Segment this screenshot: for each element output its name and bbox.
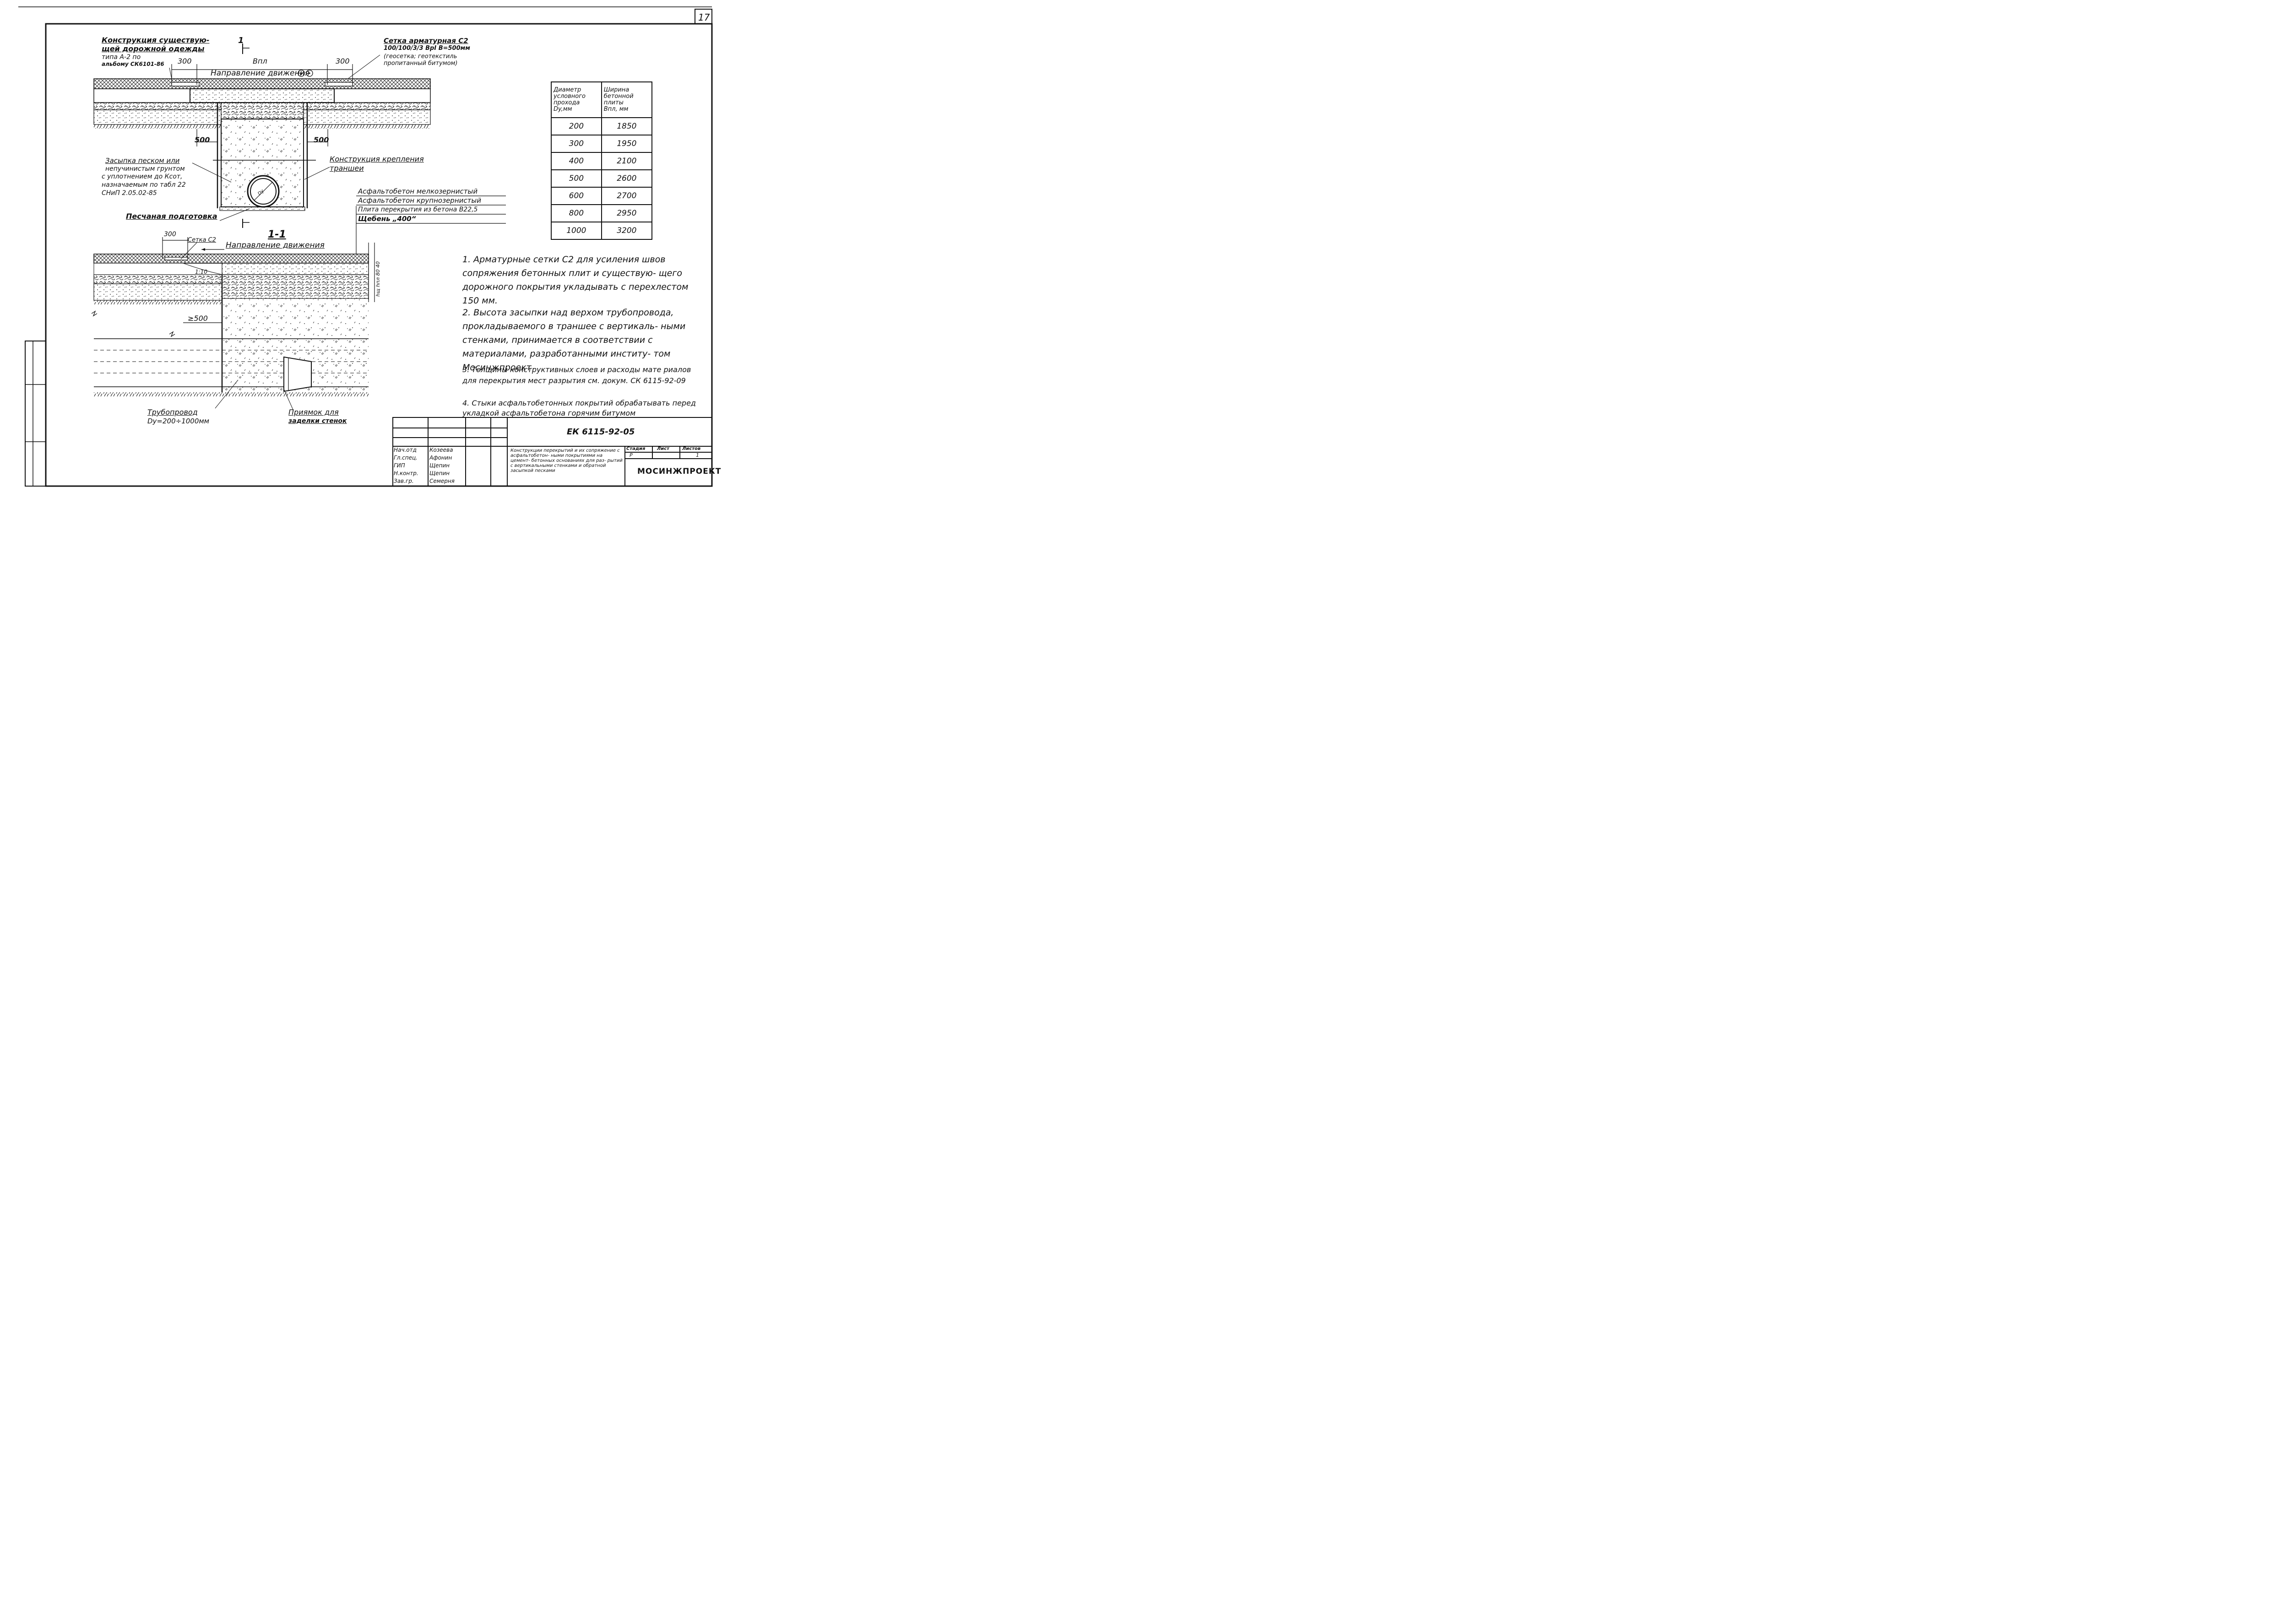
sand-bed-label: Песчаная подготовка (126, 212, 217, 221)
backfill-line3: с уплотнением до Ксот, (102, 173, 183, 180)
sheet-header: Лист (657, 446, 670, 451)
role-3: ГИП (394, 462, 405, 469)
note-2: 2. Высота засыпки над верхом трубопровод… (462, 308, 686, 373)
name-2: Афонин (429, 455, 452, 461)
stage-header: Стадия (626, 446, 646, 451)
mesh-c2-label: Сетка С2 (188, 237, 216, 244)
mesh-label-line4: пропитанный битумом) (384, 60, 458, 67)
role-4: Н.контр. (394, 470, 418, 476)
sheet-number: 17 (698, 12, 710, 23)
dim-500-right: 500 (314, 135, 329, 144)
dim-500-left: 500 (195, 135, 210, 144)
name-4: Щепин (429, 470, 450, 476)
layer-coarse-asphalt: Асфальтобетон крупнозернистый (358, 196, 481, 205)
pipeline-label: Трубопровод (147, 408, 198, 417)
socket-label-2: заделки стенок (288, 417, 347, 425)
longitudinal-section (91, 206, 375, 410)
backfill-line1: Засыпка песком или (105, 157, 180, 165)
name-1: Козеева (429, 447, 453, 453)
drawing-code: ЕК 6115-92-05 (567, 427, 635, 437)
mesh-label-line2: 100/100/3/3 ВрI В=500мм (384, 45, 470, 52)
sheets-header: Листов (682, 446, 701, 451)
role-2: Гл.спец. (394, 455, 418, 461)
title-block-frame (392, 417, 712, 487)
traffic-direction-top: Направление движения (211, 69, 309, 78)
note-1: 1. Арматурные сетки С2 для усиления швов… (462, 254, 689, 306)
role-5: Зав.гр. (394, 478, 414, 484)
sheet-frame (18, 6, 713, 487)
slope-label: 1:10 (195, 269, 207, 275)
dim-300-section: 300 (164, 231, 176, 238)
organization-name: МОСИНЖПРОЕКТ (637, 467, 722, 476)
section-title: 1-1 (268, 229, 286, 240)
mesh-label-line3: (геосетка; геотекстиль (384, 53, 457, 60)
name-5: Семерня (429, 478, 455, 484)
backfill-line2: непучинистым грунтом (105, 165, 185, 173)
mesh-label-line1: Сетка арматурная С2 (384, 37, 468, 45)
backfill-line5: СНиП 2.05.02-85 (102, 189, 157, 197)
existing-pavement-line1: Конструкция существую- (102, 36, 210, 44)
direction-section: Направление движения (226, 241, 325, 250)
pipeline-dy-range: Dy=200÷1000мм (147, 417, 209, 425)
layer-fine-asphalt: Асфальтобетон мелкозернистый (358, 187, 478, 195)
stage-value: Р (630, 452, 633, 458)
thickness-labels: hщ hпл 80 40 (375, 261, 381, 297)
name-3: Щепин (429, 462, 450, 469)
layer-concrete-slab: Плита перекрытия из бетона В22,5 (358, 206, 478, 213)
dim-300-right: 300 (336, 57, 350, 65)
trench-cross-section: Dy (93, 43, 431, 228)
trench-support-line1: Конструкция крепления (330, 155, 424, 163)
role-1: Нач.отд (394, 447, 417, 453)
existing-pavement-line2: щей дорожной одежды (102, 44, 205, 53)
backfill-line4: назначаемым по табл 22 (102, 181, 186, 189)
socket-label: Приямок для (288, 408, 339, 417)
slab-width-label: Впл (253, 57, 267, 65)
section-mark-top: 1 (238, 36, 244, 45)
note-4: 4. Стыки асфальтобетонных покрытий обраб… (462, 399, 696, 417)
layer-legend-lines (356, 195, 506, 224)
layer-crushed-stone: Щебень „400“ (358, 215, 416, 223)
drawing-sheet: Dy (18, 6, 713, 487)
note-3: 3. Толщины конструктивных слоев и расход… (462, 365, 691, 385)
existing-pavement-line3: типа А-2 по (102, 54, 141, 61)
existing-pavement-line4: альбому СК6101-86 (102, 61, 164, 67)
trench-support-line2: траншеи (330, 164, 364, 173)
sheets-value: 1 (696, 452, 699, 458)
drawing-title: Конструкции перекрытий и их сопряжение с… (510, 448, 623, 473)
dim-300-left: 300 (178, 57, 192, 65)
dim-500-section: ≥500 (188, 314, 208, 323)
